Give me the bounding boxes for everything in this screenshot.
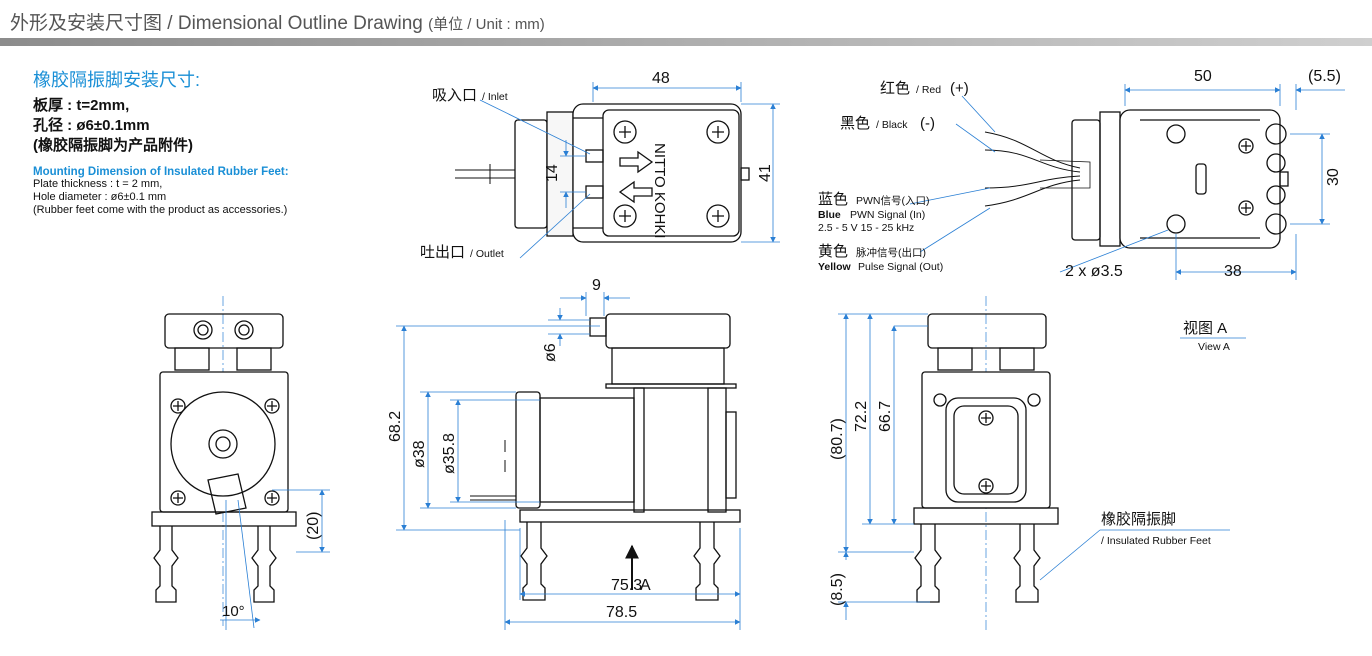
dim-view-a-h1: 72.2: [853, 401, 870, 432]
dim-len2: 78.5: [606, 604, 637, 621]
dim-hole-pitch-h: 38: [1224, 263, 1242, 280]
inlet-label-en: / Inlet: [482, 91, 508, 103]
side-view: [470, 313, 741, 601]
header-divider: [0, 38, 1372, 46]
blue-wire-spec: 2.5 - 5 V 15 - 25 kHz: [818, 222, 914, 234]
front-view: [151, 296, 297, 626]
dim-top-width: 48: [652, 70, 670, 87]
mounting-line-en-3: (Rubber feet come with the product as ac…: [33, 204, 288, 216]
title-en: Dimensional Outline Drawing: [177, 13, 423, 34]
rubber-feet-cn: 橡胶隔振脚: [1101, 511, 1176, 528]
view-a: [913, 296, 1059, 630]
title-cn: 外形及安装尺寸图: [10, 13, 163, 34]
dim-holes: 2 x ø3.5: [1065, 263, 1123, 280]
red-wire-sign: (+): [950, 80, 969, 97]
mounting-title-cn: 橡胶隔振脚安装尺寸:: [33, 70, 201, 90]
view-a-dim-lines: [838, 313, 1246, 620]
dim-hole-pitch-v: 30: [1325, 168, 1342, 186]
dim-view-a-total: (80.7): [829, 418, 846, 460]
dim-motor-dia: ø38: [411, 440, 428, 468]
page-title: 外形及安装尺寸图 / Dimensional Outline Drawing (…: [10, 8, 545, 35]
mounting-line-en-2: Hole diameter : ø6±0.1 mm: [33, 191, 167, 203]
mounting-line-en-1: Plate thickness : t = 2 mm,: [33, 178, 163, 190]
inlet-label-cn: 吸入口: [432, 87, 477, 104]
dim-wiring-width: 50: [1194, 68, 1212, 85]
outlet-label-en: / Outlet: [470, 248, 504, 260]
dim-len1: 75.3: [611, 577, 642, 594]
top-view-dim-lines: [479, 82, 780, 259]
outlet-label-cn: 吐出口: [420, 244, 465, 261]
title-sep: /: [162, 13, 178, 34]
black-wire-cn: 黑色: [840, 115, 870, 132]
side-view-dim-lines: [396, 292, 741, 630]
red-wire-en: / Red: [916, 84, 941, 96]
dim-top-height: 41: [757, 164, 774, 182]
yellow-wire-en-desc: Pulse Signal (Out): [858, 261, 943, 273]
mounting-spec: 橡胶隔振脚安装尺寸: 板厚 : t=2mm, 孔径 : ø6±0.1mm (橡胶…: [33, 66, 373, 217]
dim-angle: 10°: [222, 603, 245, 620]
view-a-title-en: View A: [1198, 341, 1230, 353]
red-wire-cn: 红色: [880, 80, 910, 97]
title-unit: (单位 / Unit : mm): [428, 16, 545, 33]
yellow-wire-cn-desc: 脉冲信号(出口): [856, 246, 926, 259]
dim-port-len: 9: [592, 277, 601, 294]
dim-foot-height: (20): [305, 512, 322, 540]
view-a-title-cn: 视图 A: [1183, 320, 1227, 337]
blue-wire-cn-desc: PWN信号(入口): [856, 195, 930, 207]
mounting-line-cn-2: 孔径 : ø6±0.1mm: [33, 117, 150, 134]
wiring-view: [984, 109, 1289, 249]
blue-wire-en: Blue: [818, 209, 841, 221]
black-wire-sign: (-): [920, 115, 935, 132]
dim-view-a-foot: (8.5): [829, 573, 846, 606]
top-view: [455, 103, 750, 243]
mounting-title-en: Mounting Dimension of Insulated Rubber F…: [33, 166, 289, 178]
page-header: 外形及安装尺寸图 / Dimensional Outline Drawing (…: [0, 0, 1372, 46]
black-wire-en: / Black: [876, 119, 908, 131]
view-a-arrow-label: A: [640, 577, 651, 594]
brand-label: NITTO KOHKI: [651, 143, 668, 239]
dim-wiring-offset: (5.5): [1308, 68, 1341, 85]
dim-side-height: 68.2: [387, 411, 404, 442]
dim-view-a-h2: 66.7: [877, 401, 894, 432]
blue-wire-cn: 蓝色: [818, 191, 848, 208]
mounting-line-cn-3: (橡胶隔振脚为产品附件): [33, 137, 193, 154]
wiring-dim-lines: [909, 84, 1345, 280]
dim-motor-dia2: ø35.8: [441, 433, 458, 474]
dim-port-spacing: 14: [544, 164, 561, 182]
blue-wire-en-desc: PWN Signal (In): [850, 209, 925, 221]
yellow-wire-en: Yellow: [818, 261, 852, 273]
mounting-line-cn-1: 板厚 : t=2mm,: [33, 97, 130, 114]
dim-port-dia: ø6: [542, 343, 559, 362]
front-view-dim-lines: [220, 489, 330, 630]
yellow-wire-cn: 黄色: [818, 243, 848, 260]
rubber-feet-en: / Insulated Rubber Feet: [1101, 535, 1211, 547]
